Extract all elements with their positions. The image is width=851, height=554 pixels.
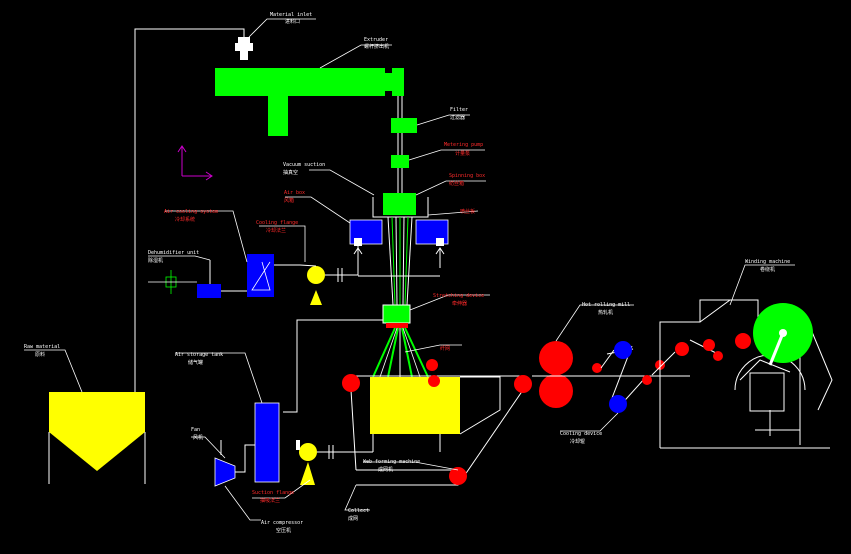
label-air-box: Air box: [284, 190, 305, 196]
cooling-roll-top: [614, 341, 632, 359]
label-metering-pump-sub: 计量泵: [455, 150, 470, 157]
winder-roll-3: [713, 351, 723, 361]
web-fiber-spread: [372, 327, 429, 378]
raw-material-hopper: [48, 392, 146, 484]
label-winding-machine-sub: 卷绕机: [760, 266, 775, 273]
label-cooling-device-sub: 冷却辊: [570, 438, 585, 445]
label-cooling-flange: Cooling flange: [256, 220, 298, 226]
label-air-storage-tank-sub: 储气罐: [188, 359, 203, 366]
label-extruder-sub: 螺杆挤出机: [364, 43, 389, 50]
label-dehumidifier-unit-sub: 除湿机: [148, 257, 163, 264]
cooling-roll-bottom: [609, 395, 627, 413]
air-storage-tank: [254, 402, 280, 483]
label-vacuum-suction: Vacuum suction: [283, 162, 325, 168]
labels: Material inlet 进料口 Extruder 螺杆挤出机 Filter…: [24, 12, 790, 534]
label-material-inlet-sub: 进料口: [285, 18, 300, 25]
label-air-box-sub: 风箱: [284, 197, 294, 204]
winder-roll-4: [735, 333, 751, 349]
label-web-forming-machine-sub: 成网机: [378, 466, 393, 473]
label-filter: Filter: [450, 107, 468, 113]
label-hot-rolling-mill: Hot rolling mill: [582, 302, 630, 308]
suction-box: [370, 377, 460, 434]
label-filter-sub: 过滤器: [450, 114, 465, 121]
dehumidifier-crosshair: [148, 270, 197, 294]
label-air-cooling-system: Air cooling system: [164, 209, 218, 215]
material-inlet: [235, 37, 253, 60]
forming-roll-5: [514, 375, 532, 393]
label-air-compressor-sub: 空压机: [276, 527, 291, 534]
label-cooling-flange-sub: 冷却法兰: [266, 227, 286, 234]
label-raw-material: Raw material: [24, 344, 60, 350]
label-collector-sub: 成网: [348, 515, 358, 522]
label-material-inlet: Material inlet: [270, 12, 312, 18]
suction-fan: [296, 440, 317, 485]
winder-roll-1: [675, 342, 689, 356]
forming-roll-4: [449, 467, 467, 485]
filter: [391, 118, 417, 133]
label-spinning-box-sub: 纺丝箱: [449, 180, 464, 187]
spinning-box: [383, 193, 416, 215]
hot-roll-bottom: [539, 374, 573, 408]
dehumidifier-unit: [197, 284, 221, 298]
metering-pump: [391, 155, 409, 168]
cooling-fan: [307, 266, 325, 305]
label-extruder: Extruder: [364, 37, 388, 43]
air-cooling-unit: [247, 254, 274, 297]
extruder: [215, 68, 404, 136]
label-air-compressor: Air compressor: [261, 520, 303, 526]
label-web-fiber: 纤网: [440, 345, 450, 352]
label-fan-sub: 风机: [193, 434, 203, 441]
forming-roll-3: [428, 375, 440, 387]
label-dehumidifier-unit: Dehumidifier unit: [148, 250, 199, 256]
label-spinning-box: Spinning box: [449, 173, 485, 179]
label-fan: Fan: [191, 427, 200, 433]
forming-roll-1: [342, 374, 360, 392]
stretching-device: [382, 304, 411, 324]
air-compressor-body: [214, 457, 236, 487]
label-cooling-device: Cooling device: [560, 431, 602, 437]
hot-roll-top: [539, 341, 573, 375]
label-air-storage-tank: Air storage tank: [175, 352, 223, 358]
label-winding-machine: Winding machine: [745, 259, 790, 265]
label-web-forming-machine: Web forming machine: [363, 459, 420, 465]
filaments: [387, 216, 413, 306]
label-suction-flange: Suction flange: [252, 490, 294, 496]
label-vacuum-suction-sub: 抽真空: [283, 169, 298, 176]
feed-line: [134, 28, 245, 392]
xy-axis-icon: [177, 145, 213, 181]
label-metering-pump: Metering pump: [444, 142, 483, 148]
label-raw-material-sub: 原料: [35, 351, 45, 358]
label-stretching-device-sub: 牵伸器: [452, 300, 467, 307]
label-die-sub: 喷丝板: [460, 208, 475, 215]
winder-roll-2: [703, 339, 715, 351]
label-collector: Collect: [348, 508, 369, 514]
label-air-cooling-system-sub: 冷却系统: [175, 216, 195, 223]
label-suction-flange-sub: 抽吸法兰: [260, 497, 280, 504]
label-stretching-device: Stretching device: [433, 293, 484, 299]
label-hot-rolling-mill-sub: 热轧机: [598, 309, 613, 316]
forming-roll-2: [426, 359, 438, 371]
